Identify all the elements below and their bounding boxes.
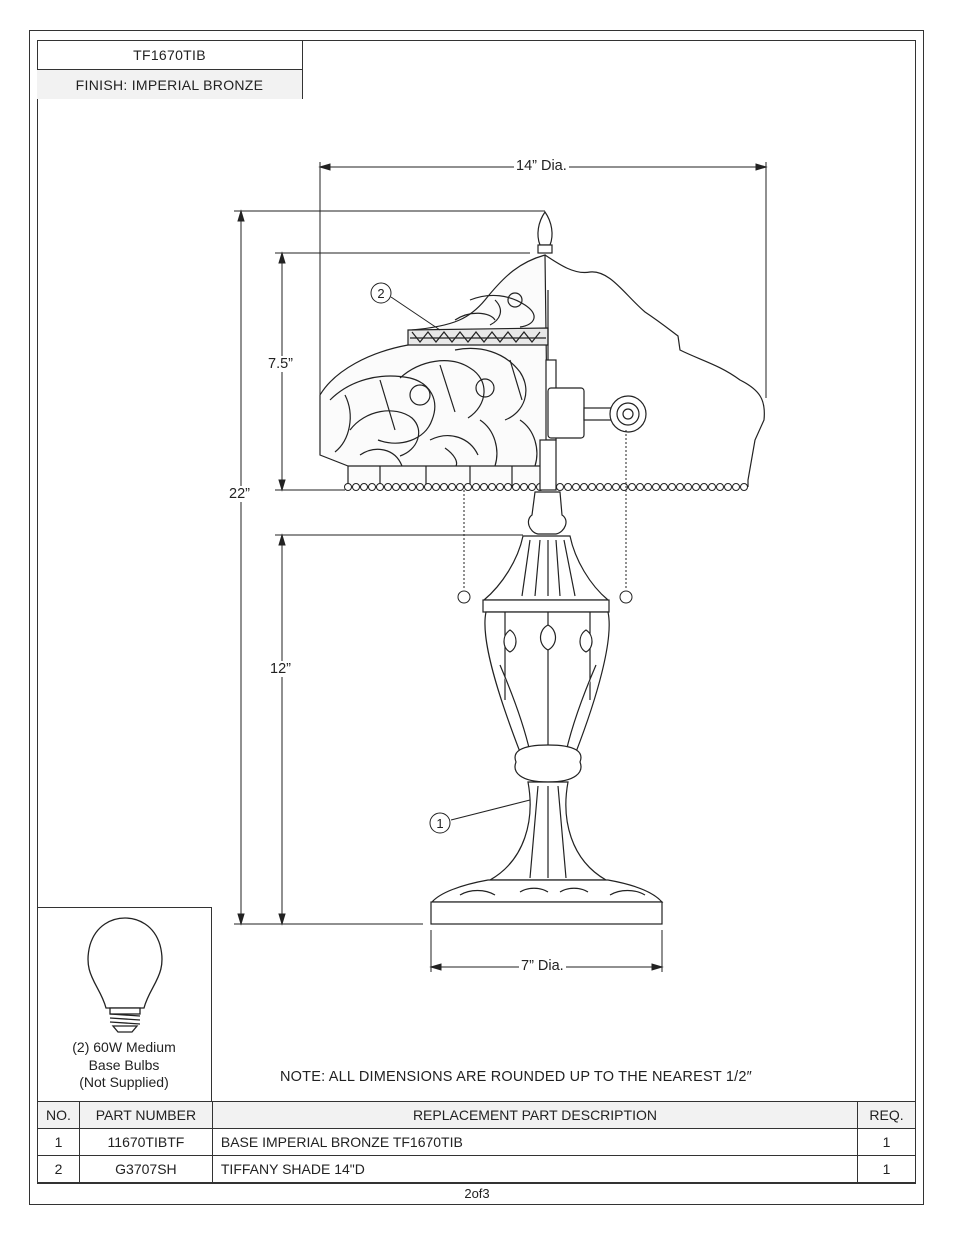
table-row: 1 11670TIBTF BASE IMPERIAL BRONZE TF1670… xyxy=(37,1128,916,1156)
model-number: TF1670TIB xyxy=(133,46,206,63)
row-description: TIFFANY SHADE 14"D xyxy=(211,1155,859,1183)
bulb-line-1: (2) 60W Medium xyxy=(72,1039,176,1055)
overall-height-dimension-line xyxy=(234,209,545,926)
bulb-line-3: (Not Supplied) xyxy=(79,1074,169,1090)
row-req: 1 xyxy=(857,1128,916,1156)
bulb-info-box: (2) 60W Medium Base Bulbs (Not Supplied) xyxy=(37,907,212,1101)
socket-and-switch xyxy=(545,359,647,441)
overall-height-label: 22” xyxy=(227,486,252,502)
replacement-parts-table: NO. PART NUMBER REPLACEMENT PART DESCRIP… xyxy=(37,1101,916,1183)
dimensions-note: NOTE: ALL DIMENSIONS ARE ROUNDED UP TO T… xyxy=(280,1069,752,1085)
shade-height-label: 7.5” xyxy=(266,356,295,372)
base-height-label: 12” xyxy=(268,661,293,677)
bulb-line-2: Base Bulbs xyxy=(88,1056,160,1073)
base-diameter-label: 7” Dia. xyxy=(519,958,566,974)
row-no: 1 xyxy=(37,1128,80,1156)
inner-page-border xyxy=(37,40,916,1184)
outer-page-border xyxy=(29,30,924,1205)
row-part-number: G3707SH xyxy=(78,1155,213,1183)
finish-label: FINISH: IMPERIAL BRONZE xyxy=(37,69,302,99)
row-part-number: 11670TIBTF xyxy=(78,1128,213,1156)
table-row: 2 G3707SH TIFFANY SHADE 14"D 1 xyxy=(37,1155,916,1183)
callout-circle-1 xyxy=(429,812,451,834)
base-height-dimension-line xyxy=(275,533,523,926)
pull-chains xyxy=(457,430,633,604)
callout-2-label: 2 xyxy=(377,286,384,301)
lamp-base xyxy=(430,439,664,925)
row-req: 1 xyxy=(857,1155,916,1183)
table-header-row: NO. PART NUMBER REPLACEMENT PART DESCRIP… xyxy=(37,1101,916,1129)
bead-fringe xyxy=(344,483,748,491)
title-block: TF1670TIB FINISH: IMPERIAL BRONZE xyxy=(37,40,303,99)
shade-diameter-label: 14” Dia. xyxy=(514,158,569,174)
bulb-caption: (2) 60W Medium Base Bulbs (Not Supplied) xyxy=(37,1039,211,1092)
row-no: 2 xyxy=(37,1155,80,1183)
tiffany-shade xyxy=(319,254,549,488)
callout-leaders xyxy=(390,296,531,821)
callout-circle-2 xyxy=(370,282,392,304)
header-description: REPLACEMENT PART DESCRIPTION xyxy=(211,1101,859,1129)
page-number: 2of3 xyxy=(464,1186,490,1201)
finial xyxy=(537,210,553,254)
callout-1-label: 1 xyxy=(436,816,443,831)
shade-outline-right xyxy=(544,254,765,487)
header-req: REQ. xyxy=(857,1101,916,1129)
header-no: NO. xyxy=(37,1101,80,1129)
header-part-number: PART NUMBER xyxy=(78,1101,213,1129)
light-bulb-icon xyxy=(87,917,163,1033)
row-description: BASE IMPERIAL BRONZE TF1670TIB xyxy=(211,1128,859,1156)
